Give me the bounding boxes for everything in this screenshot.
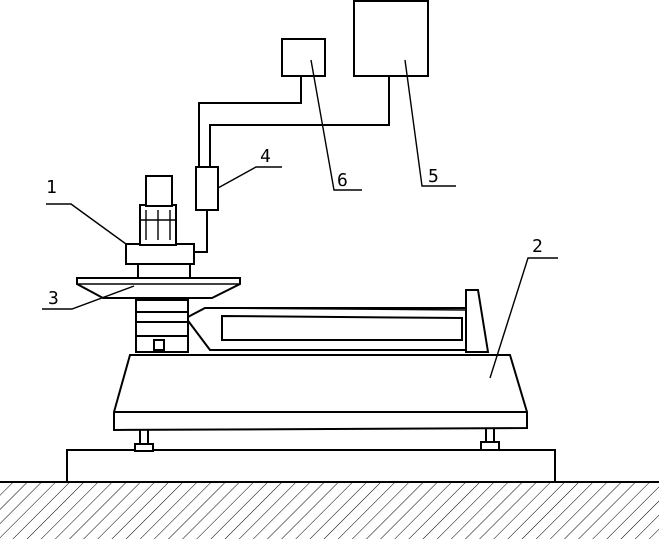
amplifier-box (195, 166, 219, 211)
tray-plate (76, 277, 241, 299)
label-2: 2 (532, 236, 543, 257)
label-1: 1 (46, 177, 57, 198)
end-post (465, 289, 490, 353)
cables (194, 76, 390, 253)
slide-guide (184, 307, 467, 351)
leader-lines (42, 59, 558, 379)
base-platform (66, 449, 556, 483)
sensor-assembly (125, 175, 195, 279)
controller-unit (281, 38, 326, 77)
support-column (135, 299, 189, 353)
display-unit (353, 0, 429, 77)
label-4: 4 (260, 146, 271, 167)
label-5: 5 (428, 166, 439, 187)
label-6: 6 (337, 170, 348, 191)
leveling-feet (134, 427, 500, 452)
machine-body (113, 354, 528, 432)
ground (0, 481, 659, 539)
label-3: 3 (48, 288, 59, 309)
